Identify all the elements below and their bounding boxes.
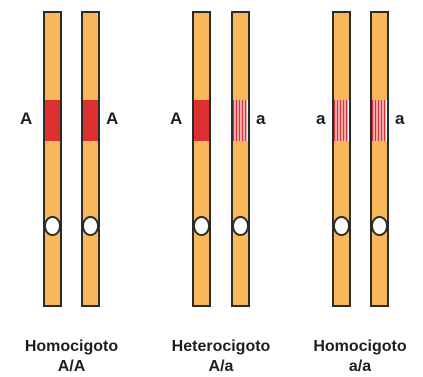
genotype-caption-notation: a/a xyxy=(349,358,371,375)
genotype-caption-type: Homocigoto xyxy=(25,338,119,355)
allele-band-stripe xyxy=(239,100,241,141)
allele-band-stripe xyxy=(381,100,383,141)
allele-band-recessive xyxy=(333,100,350,141)
chromosome-body xyxy=(333,12,350,306)
genotype-caption-notation: A/a xyxy=(209,358,234,375)
allele-label-right: a xyxy=(256,109,266,128)
allele-label-right: a xyxy=(395,109,405,128)
chromosome-body xyxy=(82,12,99,306)
allele-band-stripe xyxy=(337,100,339,141)
centromere xyxy=(194,217,209,235)
allele-band-dominant xyxy=(82,100,99,141)
allele-band-recessive xyxy=(232,100,249,141)
allele-band-recessive xyxy=(371,100,388,141)
allele-band-stripe xyxy=(375,100,377,141)
chromosome-pair-aa: a a Homocigoto a/a xyxy=(313,12,407,375)
allele-band-dominant xyxy=(44,100,61,141)
allele-band-stripe xyxy=(340,100,342,141)
genotype-caption-notation: A/A xyxy=(58,358,86,375)
allele-band-stripe xyxy=(242,100,244,141)
allele-band-dominant xyxy=(193,100,210,141)
centromere xyxy=(233,217,248,235)
chromosome-aa-right xyxy=(371,12,388,306)
allele-band-background xyxy=(232,100,249,141)
centromere xyxy=(45,217,60,235)
chromosome-aa-left xyxy=(333,12,350,306)
allele-band-stripe xyxy=(343,100,345,141)
allele-label-left: A xyxy=(170,109,182,128)
centromere xyxy=(372,217,387,235)
chromosome-body xyxy=(193,12,210,306)
centromere xyxy=(334,217,349,235)
chromosome-body xyxy=(44,12,61,306)
allele-label-left: A xyxy=(20,109,32,128)
genotype-caption-type: Homocigoto xyxy=(313,338,407,355)
allele-band-background xyxy=(371,100,388,141)
chromosome-pair-Aa: A a Heterocigoto A/a xyxy=(170,12,271,375)
centromere xyxy=(83,217,98,235)
allele-label-right: A xyxy=(106,109,118,128)
allele-band-stripe xyxy=(245,100,247,141)
allele-band-stripe xyxy=(384,100,386,141)
chromosome-Aa-right xyxy=(232,12,249,306)
allele-band-background xyxy=(333,100,350,141)
chromosome-body xyxy=(371,12,388,306)
allele-band-stripe xyxy=(378,100,380,141)
allele-band-stripe xyxy=(346,100,348,141)
chromosome-AA-left xyxy=(44,12,61,306)
chromosome-pair-AA: A A Homocigoto A/A xyxy=(20,12,118,375)
chromosome-Aa-left xyxy=(193,12,210,306)
allele-label-left: a xyxy=(316,109,326,128)
chromosome-body xyxy=(232,12,249,306)
genotype-caption-type: Heterocigoto xyxy=(172,338,271,355)
chromosome-AA-right xyxy=(82,12,99,306)
allele-band-stripe xyxy=(236,100,238,141)
